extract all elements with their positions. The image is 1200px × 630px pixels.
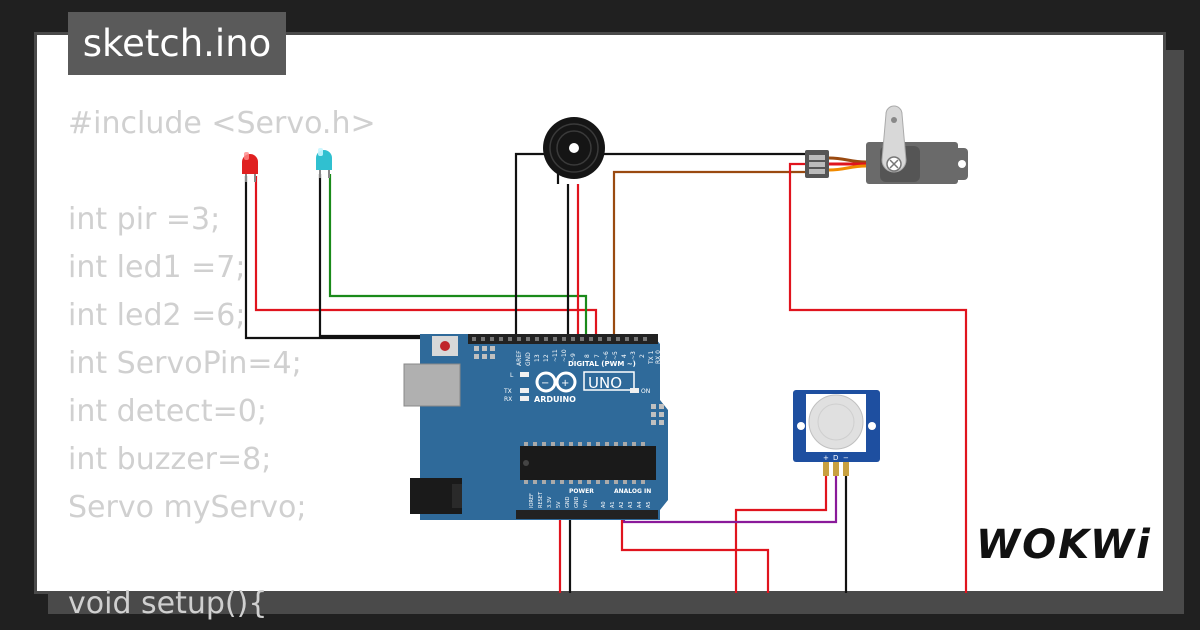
model-label: UNO [588, 374, 622, 392]
pin-label-9: ~9 [570, 353, 577, 362]
file-tab-title[interactable]: sketch.ino [68, 12, 286, 75]
power-analog-header [516, 510, 658, 519]
pin-label-3v3: 3.3V [547, 496, 553, 508]
pin-label-gnd2: GND [574, 496, 580, 508]
pin-label-aref: AREF [516, 350, 523, 366]
on-label: ON [641, 388, 650, 395]
pin-label-2: 2 [639, 354, 646, 358]
brand-label: ARDUINO [534, 395, 576, 404]
pir-pin-label: + [823, 454, 829, 462]
pir-sensor[interactable]: + D − [793, 390, 880, 476]
pin-label-3: ~3 [630, 351, 637, 360]
pin-label-ioref: IOREF [529, 493, 535, 508]
pin-label-a3: A3 [628, 501, 634, 508]
pin-label-tx: TX 1 [648, 350, 655, 365]
power-label: POWER [569, 488, 594, 495]
wire-pir-vcc[interactable] [734, 462, 828, 600]
code-line: int led1 =7; [68, 250, 246, 285]
wire-led1-cathode[interactable] [244, 176, 424, 340]
wire-servo-signal[interactable] [612, 170, 808, 338]
code-line: int detect=0; [68, 394, 267, 429]
usb-port [403, 363, 461, 407]
pir-pin-label: D [833, 454, 838, 462]
wire-led1-anode[interactable] [254, 176, 598, 338]
servo-motor[interactable] [805, 105, 968, 184]
code-line: Servo myServo; [68, 490, 307, 525]
pin-label-7: 7 [594, 354, 601, 358]
pin-label-11: ~11 [552, 349, 559, 362]
pin-label-vin: Vin [583, 500, 589, 508]
code-line: int ServoPin=4; [68, 346, 302, 381]
wire-servo-power[interactable] [788, 162, 968, 600]
microcontroller-chip [520, 446, 656, 480]
pin-label-rx: RX 0 [655, 350, 662, 364]
buzzer[interactable] [543, 117, 605, 179]
wire-led2-anode[interactable] [328, 174, 588, 338]
pin-label-gnd: GND [525, 352, 532, 366]
analog-label: ANALOG IN [614, 488, 651, 495]
pin-label-gnd1: GND [565, 496, 571, 508]
code-line: int pir =3; [68, 202, 221, 237]
code-line: #include <Servo.h> [68, 106, 376, 141]
led-red[interactable] [242, 152, 258, 182]
wire-led2-cathode[interactable] [318, 174, 424, 338]
pin-label-5: ~5 [612, 351, 619, 360]
pin-label-13: 13 [534, 354, 541, 362]
pin-label-a2: A2 [619, 501, 625, 508]
digital-label: DIGITAL (PWM ~) [568, 360, 636, 368]
pir-pin-label: − [843, 454, 849, 462]
wokwi-logo: WOKWi [976, 522, 1152, 568]
arduino-logo [535, 371, 577, 393]
code-preview: #include <Servo.h> int pir =3; int led1 … [68, 100, 376, 628]
led-cyan[interactable] [316, 148, 332, 178]
code-line: int led2 =6; [68, 298, 246, 333]
svg-text:−: − [541, 378, 549, 389]
pin-label-4: 4 [621, 354, 628, 358]
pin-label-a4: A4 [637, 501, 643, 508]
pin-label-a1: A1 [610, 501, 616, 508]
pin-label-5v: 5V [556, 501, 562, 508]
code-line: int buzzer=8; [68, 442, 272, 477]
pin-label-reset: RESET [538, 491, 544, 508]
pin-label-10: ~10 [561, 349, 568, 362]
tx-label: TX [503, 388, 512, 395]
pin-label-a5: A5 [646, 501, 652, 508]
pin-label-12: 12 [543, 354, 550, 362]
l-label: L [510, 372, 514, 379]
pin-label-8: 8 [584, 354, 591, 358]
code-line: void setup(){ [68, 586, 268, 621]
pin-label-6: ~6 [603, 351, 610, 360]
pin-label-a0: A0 [601, 501, 607, 508]
rx-label: RX [504, 396, 512, 403]
arduino-uno-board[interactable]: AREF GND 13 12 ~11 ~10 ~9 8 7 ~6 ~5 4 ~3… [403, 334, 668, 520]
svg-text:+: + [561, 378, 569, 389]
